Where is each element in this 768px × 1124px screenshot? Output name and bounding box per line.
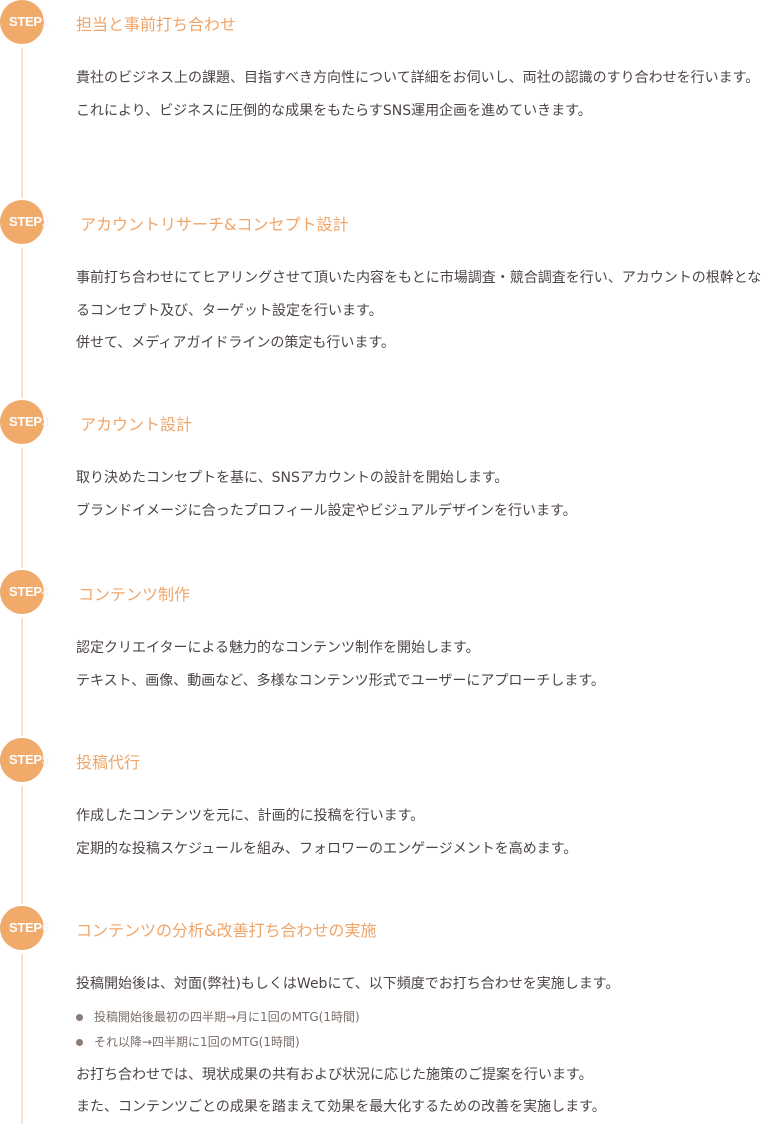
description-line: 投稿開始後は、対面(弊社)もしくはWebにて、以下頻度でお打ち合わせを実施します…	[76, 976, 620, 992]
step-description: 貴社のビジネス上の課題、目指すべき方向性について詳細をお伺いし、両社の認識のすり…	[76, 62, 766, 127]
step-title: 投稿代行	[76, 753, 141, 772]
step-description: 作成したコンテンツを元に、計画的に投稿を行います。 定期的な投稿スケジュールを組…	[76, 800, 766, 865]
step-title: コンテンツの分析&改善打ち合わせの実施	[76, 921, 377, 940]
step-number: 1	[41, 14, 49, 29]
step-badge: STEP1	[0, 0, 49, 44]
step-badge: STEP6	[0, 906, 49, 950]
step-badge: STEP4	[0, 570, 49, 614]
step-label: STEP	[9, 584, 42, 599]
description-line: また、コンテンツごとの成果を踏まえて効果を最大化するための改善を実施します。	[76, 1099, 606, 1115]
step-label: STEP	[9, 414, 42, 429]
step-title: コンテンツ制作	[78, 585, 191, 604]
timeline-line	[21, 954, 23, 1124]
step-description: 取り決めたコンセプトを基に、SNSアカウントの設計を開始します。 ブランドイメー…	[76, 462, 766, 527]
timeline-line	[21, 618, 23, 736]
step-number: 2	[41, 214, 49, 229]
step-number: 4	[41, 584, 49, 599]
description-line: 併せて、メディアガイドラインの策定も行います。	[76, 335, 395, 351]
list-item: 投稿開始後最初の四半期→月に1回のMTG(1時間)	[76, 1005, 766, 1030]
description-line: 定期的な投稿スケジュールを組み、フォロワーのエンゲージメントを高めます。	[76, 840, 578, 857]
description-line: ブランドイメージに合ったプロフィール設定やビジュアルデザインを行います。	[76, 502, 577, 519]
step-title: アカウント設計	[80, 415, 193, 434]
step-description: 認定クリエイターによる魅力的なコンテンツ制作を開始します。 テキスト、画像、動画…	[76, 632, 766, 697]
description-line: テキスト、画像、動画など、多様なコンテンツ形式でユーザーにアプローチします。	[76, 672, 605, 689]
description-line: 事前打ち合わせにてヒアリングさせて頂いた内容をもとに市場調査・競合調査を行い、ア…	[76, 270, 762, 319]
step-number: 3	[41, 414, 49, 429]
step-description: 投稿開始後は、対面(弊社)もしくはWebにて、以下頻度でお打ち合わせを実施します…	[76, 968, 766, 1124]
step-label: STEP	[9, 214, 42, 229]
step-badge: STEP5	[0, 738, 49, 782]
description-line: お打ち合わせでは、現状成果の共有および状況に応じた施策のご提案を行います。	[76, 1066, 593, 1083]
step-badge: STEP3	[0, 400, 49, 444]
step-label: STEP	[9, 14, 42, 29]
step-title: アカウントリサーチ&コンセプト設計	[80, 215, 349, 234]
description-line: 貴社のビジネス上の課題、目指すべき方向性について詳細をお伺いし、両社の認識のすり…	[76, 70, 760, 86]
step-badge: STEP2	[0, 200, 49, 244]
step-number: 6	[41, 920, 49, 935]
step-label: STEP	[9, 752, 42, 767]
list-item: それ以降→四半期に1回のMTG(1時間)	[76, 1030, 766, 1055]
frequency-list: 投稿開始後最初の四半期→月に1回のMTG(1時間) それ以降→四半期に1回のMT…	[76, 1005, 766, 1055]
description-line: 作成したコンテンツを元に、計画的に投稿を行います。	[76, 808, 425, 824]
timeline-line	[21, 786, 23, 904]
timeline-line	[21, 248, 23, 398]
description-line: これにより、ビジネスに圧倒的な成果をもたらすSNS運用企画を進めていきます。	[76, 102, 592, 119]
description-line: 認定クリエイターによる魅力的なコンテンツ制作を開始します。	[76, 640, 480, 656]
step-label: STEP	[9, 920, 42, 935]
description-line: 取り決めたコンセプトを基に、SNSアカウントの設計を開始します。	[76, 470, 509, 486]
step-description: 事前打ち合わせにてヒアリングさせて頂いた内容をもとに市場調査・競合調査を行い、ア…	[76, 262, 766, 360]
step-number: 5	[41, 752, 49, 767]
timeline-line	[21, 448, 23, 568]
timeline-line	[21, 48, 23, 198]
step-title: 担当と事前打ち合わせ	[76, 15, 237, 34]
